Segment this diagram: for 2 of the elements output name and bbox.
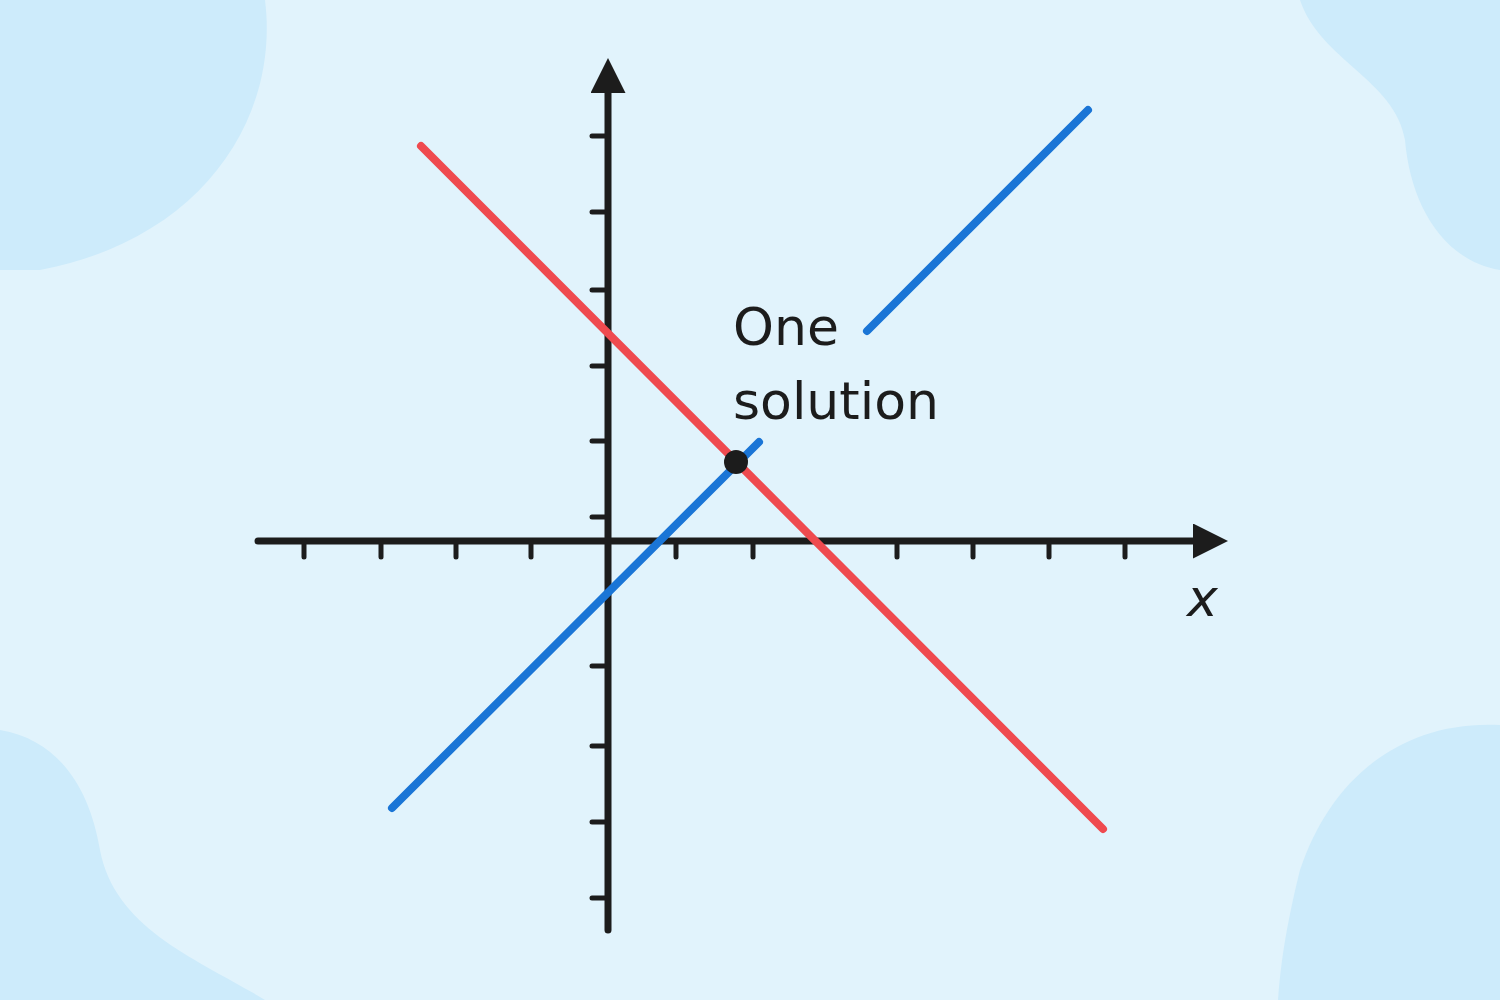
annotation-text: One solution <box>733 296 940 433</box>
axis-label: x <box>1187 568 1218 628</box>
